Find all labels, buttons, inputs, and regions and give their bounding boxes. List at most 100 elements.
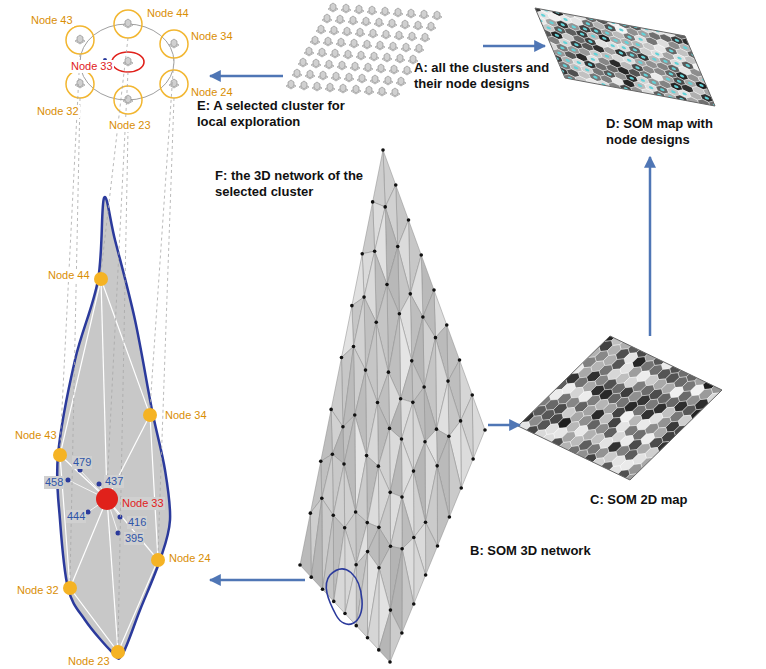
node-label: Node 34 [164,409,208,422]
node-ring [114,10,142,38]
mesh-facet [449,436,461,517]
som-cell [560,78,575,88]
node-design-marker [549,21,554,25]
node-design-marker [682,92,687,96]
mesh-facet [379,610,391,662]
mesh-node [419,253,423,257]
design-icon-body [408,9,414,17]
mesh-line [60,279,158,652]
design-icon [375,41,385,50]
design-icon [394,31,404,40]
design-icon-body [422,33,428,41]
node-design-marker [574,43,579,47]
design-icon [328,3,338,12]
cluster-node-dot [63,581,77,595]
mesh-node [432,288,436,292]
design-icon-body [77,35,83,43]
mesh-node [412,469,416,473]
design-icon-body [319,48,325,56]
design-icon-body [356,5,362,13]
design-icon-body [326,60,332,68]
node-design-marker [671,67,676,71]
som-cell [616,89,631,99]
mesh-facet [461,421,474,488]
node-label: Node 23 [108,119,152,132]
node-design-marker [621,46,626,50]
node-design-marker [677,56,682,60]
design-icon [318,71,328,80]
design-dot [118,515,123,520]
mesh-facet [345,565,356,626]
som-cell [576,462,595,477]
mesh-node [341,425,345,429]
design-icon [169,39,179,48]
mesh-node [354,510,358,514]
design-number: 458 [44,476,64,489]
node-design-marker [685,64,690,68]
node-design-marker [541,14,546,18]
mesh-node [422,385,426,389]
design-number: 395 [124,532,144,545]
design-icon [344,73,354,82]
design-icon [351,85,361,94]
mesh-facet [356,456,368,523]
mesh-node [360,252,364,256]
design-icon [381,30,391,39]
design-icon-body [358,51,364,59]
som-cell [646,460,665,475]
mesh-node [389,608,393,612]
mesh-node [371,200,375,204]
design-icon [123,19,133,28]
design-icon [341,4,351,13]
node-label: Node 32 [36,105,80,118]
node-design-marker [635,66,640,70]
mesh-node [329,408,333,412]
design-icon-body [409,32,415,40]
design-icon-body [421,10,427,18]
mesh-node [459,419,463,423]
node-design-marker [584,68,589,72]
design-icon [361,17,371,26]
design-icon-body [382,7,388,15]
som-cell [638,93,653,103]
som-cell [551,450,570,465]
design-icon-body [301,81,307,89]
som-cell [593,85,608,95]
mesh-node [376,401,380,405]
design-icon-body [351,39,357,47]
design-number: 444 [66,510,86,523]
node-design-marker [565,59,570,63]
som-cell [697,52,712,62]
node-label: Node 33 [70,60,114,73]
mesh-node [447,435,451,439]
design-icon-body [404,66,410,74]
mesh-node [398,312,402,316]
mesh-node [399,397,403,401]
mesh-node [377,648,381,652]
mesh-node [435,464,439,468]
design-icon [330,49,340,58]
design-icon [393,8,403,17]
design-icon-body [353,85,359,93]
design-icon [316,25,326,34]
mesh-node [412,602,416,606]
som-hex-map [528,3,737,119]
design-icon-body [330,3,336,11]
panel: D: SOM map with node designs [545,2,735,157]
panel-caption: F: the 3D network of the selected cluste… [215,168,365,200]
design-icon-body [377,41,383,49]
node-design-marker [683,46,688,50]
design-icon-body [396,31,402,39]
design-icon [312,82,322,91]
node-label: Node 24 [190,86,234,99]
design-icon-body [288,80,294,88]
mesh-node [409,292,413,296]
node-design-marker [585,22,590,26]
mesh-node [342,462,346,466]
mesh-node [400,631,404,635]
node-design-marker [557,28,562,32]
mesh-node [400,495,404,499]
node-design-marker [651,81,656,85]
mesh-node [319,459,323,463]
